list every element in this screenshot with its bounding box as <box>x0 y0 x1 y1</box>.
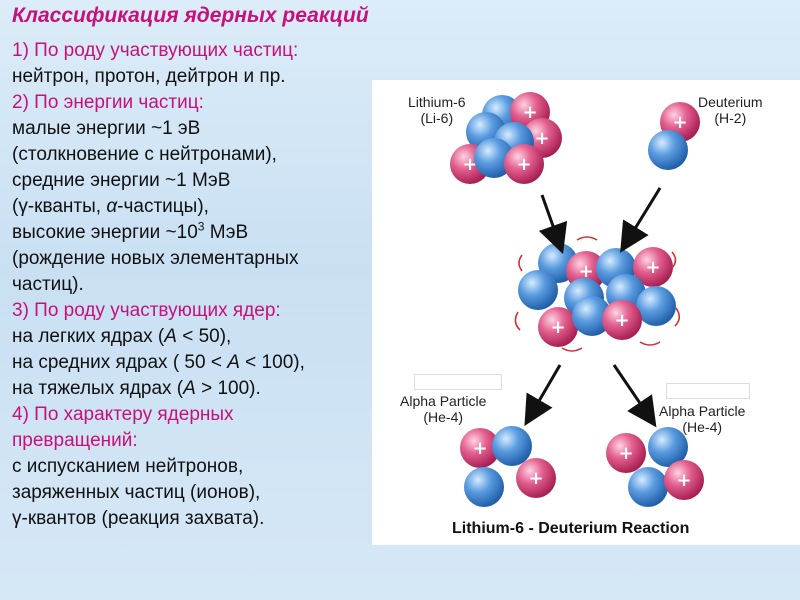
motion-mark <box>518 254 523 272</box>
alpha-2-symbol: (He-4) <box>682 419 723 435</box>
proton-plus-sign: + <box>618 443 633 464</box>
text-part: на средних ядрах ( 50 < <box>12 352 228 373</box>
proton-plus-sign: + <box>550 317 565 338</box>
reaction-diagram: +++++++++++++ <box>450 92 704 507</box>
section-3-line-2: на средних ядрах ( 50 < A < 100), <box>12 350 384 376</box>
neutron-sphere <box>648 130 688 170</box>
motion-mark <box>576 236 598 241</box>
deuterium-name: Deuterium <box>698 94 763 110</box>
proton-plus-sign: + <box>676 470 691 491</box>
lithium-6-nucleus: ++++ <box>450 92 562 184</box>
neutron-sphere <box>492 426 532 466</box>
proton-sphere <box>460 428 500 468</box>
proton-plus-sign: + <box>462 154 477 175</box>
proton-plus-sign: + <box>614 310 629 331</box>
proton-plus-sign: + <box>645 257 660 278</box>
text-part: высокие энергии ~10 <box>12 222 198 243</box>
section-3-heading: 3) По роду участвующих ядер: <box>12 300 281 321</box>
lithium-label: Lithium-6 (Li-6) <box>408 94 466 126</box>
section-2-line-3: средние энергии ~1 МэВ <box>12 170 231 191</box>
white-patch <box>666 383 750 399</box>
text-part: МэВ <box>204 222 249 243</box>
alpha-particle-1-nucleus: ++ <box>460 426 556 507</box>
mass-number-symbol: A <box>183 378 196 399</box>
text-part: на легких ядрах ( <box>12 326 165 347</box>
alpha-symbol: α <box>106 196 118 217</box>
proton-sphere <box>538 307 578 347</box>
figure-caption: Lithium-6 - Deuterium Reaction <box>452 520 690 537</box>
section-3-line-3: на тяжелых ядрах (A > 100). <box>12 376 384 402</box>
neutron-sphere <box>636 286 676 326</box>
section-2-line-6: (рождение новых элементарных <box>12 248 299 269</box>
proton-plus-sign: + <box>672 112 687 133</box>
lithium-symbol: (Li-6) <box>420 110 454 126</box>
proton-sphere <box>602 300 642 340</box>
alpha-2-name: Alpha Particle <box>659 403 746 419</box>
section-1-heading: 1) По роду участвующих частиц: <box>12 40 299 61</box>
compound-nucleus: + + + + <box>518 243 676 347</box>
section-2-line-5: высокие энергии ~103 МэВ <box>12 220 384 246</box>
text-part: > 100). <box>195 378 261 399</box>
arrow-lithium-in <box>538 194 568 255</box>
neutron-sphere <box>648 427 688 467</box>
exponent: 3 <box>197 219 205 234</box>
classification-text: 1) По роду участвующих частиц: нейтрон, … <box>12 38 384 532</box>
alpha-1-symbol: (He-4) <box>423 409 464 425</box>
deuterium-symbol: (H-2) <box>714 110 747 126</box>
neutron-sphere <box>474 138 514 178</box>
neutron-sphere <box>628 467 668 507</box>
section-1-line: нейтрон, протон, дейтрон и пр. <box>12 66 286 87</box>
proton-plus-sign: + <box>516 154 531 175</box>
motion-mark <box>514 311 521 331</box>
proton-plus-sign: + <box>522 102 537 123</box>
neutron-sphere <box>572 296 612 336</box>
alpha-particle-2-nucleus: ++ <box>606 427 704 507</box>
proton-plus-sign: + <box>578 261 593 282</box>
arrow-deuterium-in <box>620 187 662 253</box>
text-part: < 50), <box>176 326 232 347</box>
mass-number-symbol: A <box>164 326 177 347</box>
white-patch <box>414 374 502 390</box>
proton-plus-sign: + <box>534 128 549 149</box>
proton-sphere <box>606 433 646 473</box>
mass-number-symbol: A <box>227 352 240 373</box>
section-3-line-1: на легких ядрах (A < 50), <box>12 324 384 350</box>
arrow-alpha-1-out <box>524 364 562 426</box>
proton-plus-sign: + <box>472 438 487 459</box>
alpha-1-name: Alpha Particle <box>400 393 487 409</box>
motion-mark <box>639 341 661 346</box>
neutron-sphere <box>518 270 558 310</box>
motion-mark <box>561 347 583 352</box>
section-2-line-7: частиц). <box>12 274 84 295</box>
deuterium-nucleus: + <box>648 102 700 170</box>
alpha-2-label: Alpha Particle (He-4) <box>659 403 745 435</box>
reaction-figure: +++++++++++++ Lithium-6 (Li-6) Deuterium… <box>372 80 800 545</box>
proton-sphere <box>633 247 673 287</box>
motion-mark <box>674 307 681 327</box>
page-title: Классификация ядерных реакций <box>12 4 369 27</box>
section-2-line-1: малые энергии ~1 эВ <box>12 118 201 139</box>
proton-sphere <box>516 458 556 498</box>
section-4-heading: 4) По характеру ядерных <box>12 404 234 425</box>
motion-mark <box>671 251 677 269</box>
text-part: (γ-кванты, <box>12 196 107 217</box>
neutron-sphere <box>464 467 504 507</box>
proton-sphere <box>664 460 704 500</box>
deuterium-label: Deuterium (H-2) <box>698 94 763 126</box>
section-4-line-3: γ-квантов (реакция захвата). <box>12 508 265 529</box>
arrow-alpha-2-out <box>612 364 657 428</box>
lithium-name: Lithium-6 <box>408 94 466 110</box>
section-4-heading-cont: превращений: <box>12 430 138 451</box>
text-part: < 100), <box>239 352 305 373</box>
text-part: на тяжелых ядрах ( <box>12 378 184 399</box>
section-2-line-2: (столкновение с нейтронами), <box>12 144 277 165</box>
section-4-line-1: с испусканием нейтронов, <box>12 456 244 477</box>
section-2-line-4: (γ-кванты, α-частицы), <box>12 194 384 220</box>
proton-plus-sign: + <box>528 468 543 489</box>
section-2-heading: 2) По энергии частиц: <box>12 92 204 113</box>
alpha-1-label: Alpha Particle (He-4) <box>400 393 486 425</box>
text-part: -частицы), <box>117 196 209 217</box>
section-4-line-2: заряженных частиц (ионов), <box>12 482 261 503</box>
proton-sphere <box>504 144 544 184</box>
